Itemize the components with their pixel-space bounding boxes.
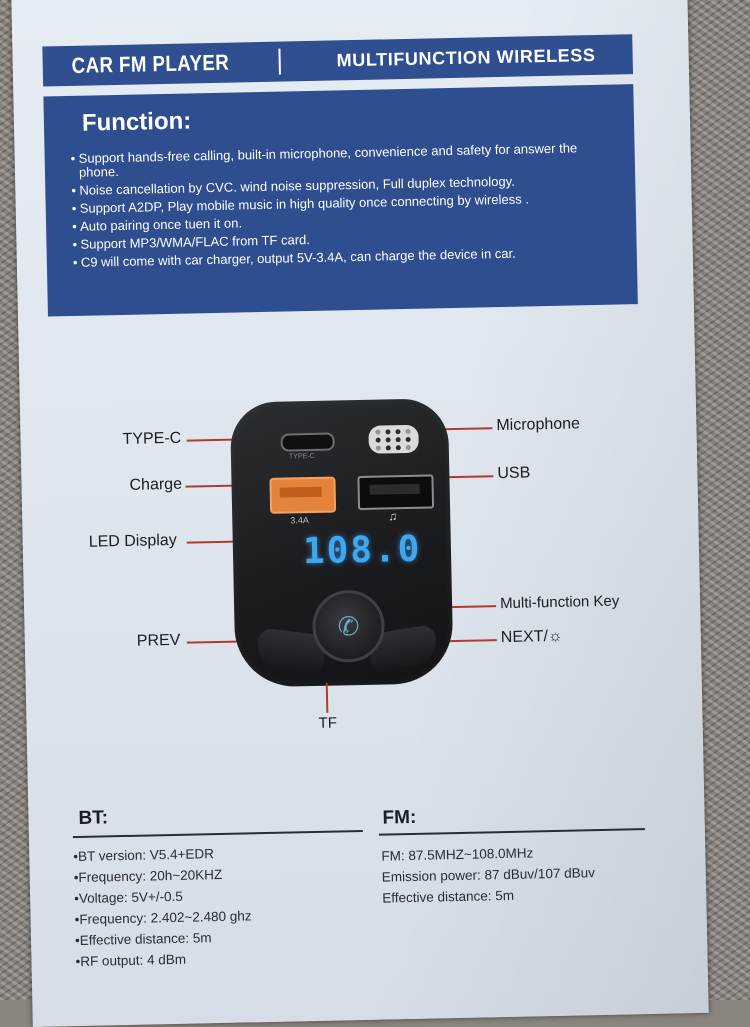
- fm-spec-item: Emission power: 87 dBuv/107 dBuv: [381, 865, 596, 885]
- phone-icon: ✆: [337, 610, 360, 641]
- fm-spec-item: Effective distance: 5m: [382, 887, 515, 906]
- bt-spec-item: •RF output: 4 dBm: [75, 951, 187, 970]
- usb-charge-port: [269, 476, 337, 514]
- function-panel: Function: Support hands-free calling, bu…: [43, 84, 638, 317]
- callout-next: NEXT/☼: [500, 627, 563, 647]
- music-note-icon: ♫: [388, 509, 398, 524]
- fm-spec-list: FM: 87.5MHZ~108.0MHz Emission power: 87 …: [381, 841, 595, 908]
- fm-heading: FM:: [382, 806, 417, 829]
- callout-tf: TF: [318, 714, 338, 732]
- bt-rule: [72, 830, 363, 839]
- fm-rule: [378, 828, 645, 836]
- bt-heading: BT:: [78, 807, 109, 829]
- type-c-port: [280, 432, 335, 452]
- usb-charge-label: 3.4A: [290, 515, 309, 526]
- led-display: 108.0: [302, 528, 422, 573]
- fm-transmitter-device: TYPE-C 3.4A ♫ 108.0 ✆: [229, 398, 454, 688]
- product-box: CAR FM PLAYER MULTIFUNCTION WIRELESS Fun…: [11, 0, 709, 1027]
- brightness-icon: ☼: [547, 627, 563, 646]
- microphone-grille: [368, 424, 419, 454]
- function-list: Support hands-free calling, built-in mic…: [71, 140, 613, 274]
- product-subtitle: MULTIFUNCTION WIRELESS: [336, 44, 596, 70]
- bt-spec-list: •BT version: V5.4+EDR •Frequency: 20h~20…: [73, 842, 253, 972]
- device-diagram: TYPE-C Charge LED Display PREV Microphon…: [19, 363, 703, 757]
- bt-spec-item: •Frequency: 2.402~2.480 ghz: [74, 908, 252, 928]
- title-separator: [278, 48, 281, 75]
- type-c-port-label: TYPE-C: [288, 452, 315, 461]
- callout-microphone: Microphone: [496, 415, 581, 435]
- callout-led-display: LED Display: [88, 531, 177, 551]
- function-heading: Function:: [81, 107, 192, 137]
- callout-prev: PREV: [136, 631, 181, 650]
- specs-section: BT: •BT version: V5.4+EDR •Frequency: 20…: [28, 783, 708, 997]
- callout-usb: USB: [497, 464, 531, 483]
- callout-multi-function-key: Multi-function Key: [499, 592, 620, 613]
- callout-type-c: TYPE-C: [122, 429, 182, 448]
- tf-leader-line: [325, 682, 329, 713]
- callout-charge: Charge: [129, 475, 183, 494]
- title-banner: CAR FM PLAYER MULTIFUNCTION WIRELESS: [42, 34, 634, 87]
- usb-music-port: [357, 474, 435, 511]
- product-title: CAR FM PLAYER: [71, 49, 230, 78]
